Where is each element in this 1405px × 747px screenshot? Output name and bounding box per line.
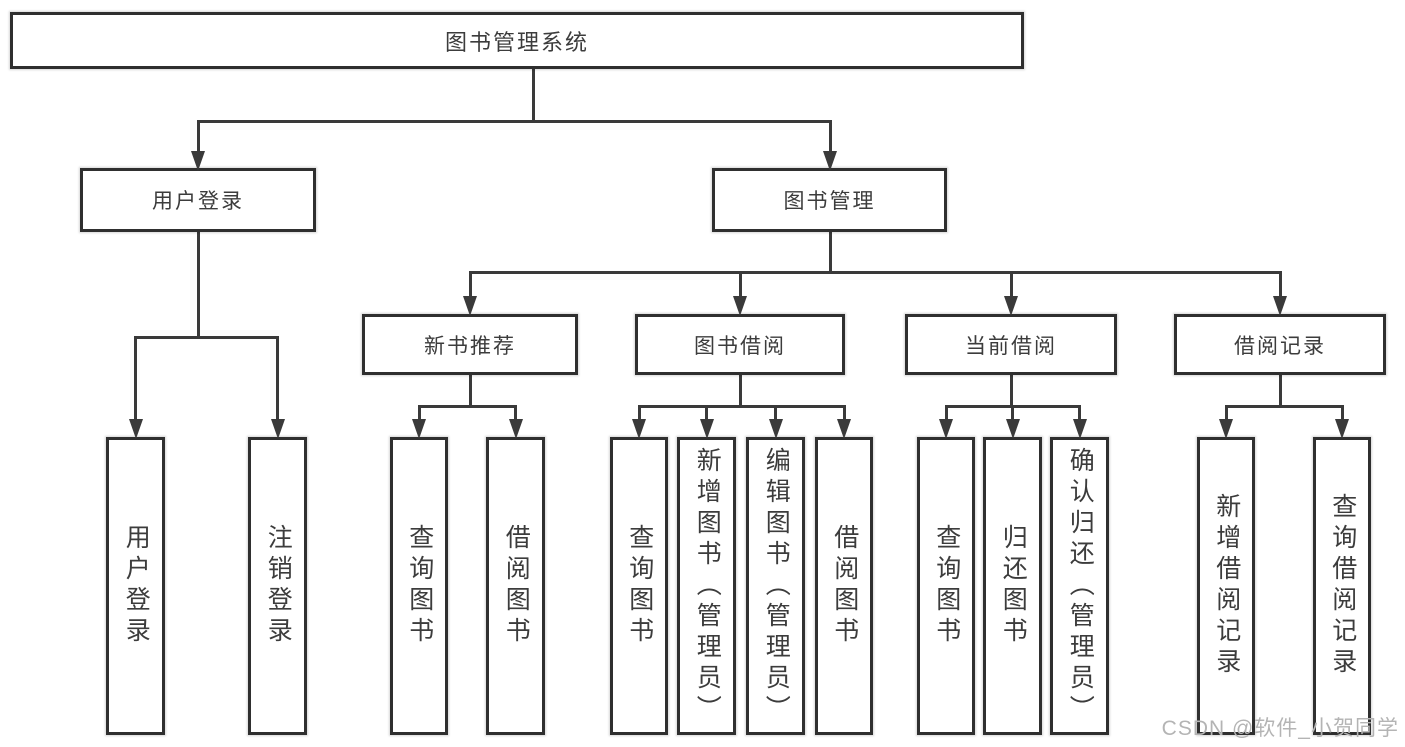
leaf-query-books-borrowing: 查询图书 [610,437,668,735]
connector-bar [468,271,1282,274]
connector-stem [531,69,535,123]
arrow-down-icon [1219,419,1233,439]
node-current-borrowing: 当前借阅 [905,314,1117,375]
arrow-down-icon [1273,296,1287,316]
node-book-borrowing-label: 图书借阅 [694,334,786,358]
connector-bar [134,336,279,339]
leaf-return-books: 归还图书 [983,437,1042,735]
connector-drop [705,405,708,429]
leaf-borrow-books-recommend-label: 借阅图书 [502,524,531,648]
arrow-down-icon [939,419,953,439]
leaf-add-borrow-record: 新增借阅记录 [1197,437,1255,735]
node-user-login-label: 用户登录 [152,190,244,213]
connector-drop [1340,405,1344,429]
node-borrowing-records-label: 借阅记录 [1234,334,1326,358]
connector-drop [1278,271,1282,306]
node-borrowing-records: 借阅记录 [1174,314,1386,375]
node-book-borrowing: 图书借阅 [635,314,845,375]
connector-drop [637,405,641,429]
node-library-system-label: 图书管理系统 [444,29,589,55]
leaf-query-borrow-record: 查询借阅记录 [1313,437,1371,735]
connector-stem [468,375,472,408]
connector-drop [944,405,948,429]
connector-drop [1224,405,1228,429]
leaf-logout-login-label: 注销登录 [264,524,293,648]
node-new-book-recommendation: 新书推荐 [362,314,578,375]
leaf-logout-login: 注销登录 [248,437,307,735]
node-user-login: 用户登录 [80,168,316,232]
arrow-down-icon [1005,419,1020,439]
node-current-borrowing-label: 当前借阅 [965,334,1057,358]
leaf-user-login: 用户登录 [106,437,165,735]
arrow-down-icon [699,419,714,439]
leaf-query-books-recommend: 查询图书 [390,437,448,735]
arrow-down-icon [1004,296,1018,316]
node-book-management: 图书管理 [712,168,947,232]
leaf-query-books-borrowing-label: 查询图书 [625,524,654,648]
connector-drop [842,405,846,429]
arrow-down-icon [1072,419,1087,439]
arrow-down-icon [463,296,477,316]
leaf-query-books-current-label: 查询图书 [932,524,961,648]
leaf-confirm-return-admin-label: 确认归还（管理员） [1066,446,1095,726]
leaf-add-books-admin: 新增图书（管理员） [677,437,736,735]
connector-drop [1011,405,1014,429]
connector-drop [738,271,742,306]
leaf-query-borrow-record-label: 查询借阅记录 [1328,493,1357,679]
arrow-down-icon [632,419,646,439]
leaf-add-books-admin-label: 新增图书（管理员） [693,446,722,726]
arrow-down-icon [733,296,747,316]
connector-drop [1009,271,1013,306]
arrow-down-icon [768,419,783,439]
leaf-query-books-current: 查询图书 [917,437,975,735]
connector-stem [738,375,742,408]
node-book-management-label: 图书管理 [783,190,876,213]
arrow-down-icon [837,419,851,439]
connector-stem [1009,375,1013,408]
leaf-borrow-books-borrowing-label: 借阅图书 [830,524,859,648]
leaf-borrow-books-recommend: 借阅图书 [486,437,545,735]
connector-bar [637,405,846,408]
connector-stem [196,232,200,339]
arrow-down-icon [1335,419,1349,439]
arrow-down-icon [412,419,426,439]
connector-drop [468,271,472,306]
leaf-user-login-label: 用户登录 [122,524,151,648]
connector-drop [1078,405,1081,429]
leaf-confirm-return-admin: 确认归还（管理员） [1050,437,1109,735]
connector-stem [828,232,832,274]
connector-drop [196,120,200,161]
connector-drop [514,405,517,429]
connector-drop [828,120,832,161]
watermark: CSDN @软件_小贺同学 [1161,717,1399,740]
connector-stem [1278,375,1282,408]
connector-drop [276,336,279,429]
arrow-down-icon [508,419,523,439]
arrow-down-icon [823,151,837,171]
connector-bar [1224,405,1344,408]
arrow-down-icon [191,151,205,171]
leaf-borrow-books-borrowing: 借阅图书 [815,437,873,735]
connector-drop [417,405,421,429]
leaf-edit-books-admin-label: 编辑图书（管理员） [762,446,791,726]
arrow-down-icon [270,419,285,439]
connector-bar [196,120,832,123]
connector-bar [417,405,517,408]
arrow-down-icon [128,419,143,439]
node-new-book-recommendation-label: 新书推荐 [424,334,516,358]
leaf-edit-books-admin: 编辑图书（管理员） [746,437,805,735]
leaf-query-books-recommend-label: 查询图书 [405,524,434,648]
node-library-system: 图书管理系统 [10,12,1024,69]
connector-drop [774,405,777,429]
leaf-return-books-label: 归还图书 [999,524,1028,648]
leaf-add-borrow-record-label: 新增借阅记录 [1212,493,1241,679]
connector-drop [134,336,137,429]
